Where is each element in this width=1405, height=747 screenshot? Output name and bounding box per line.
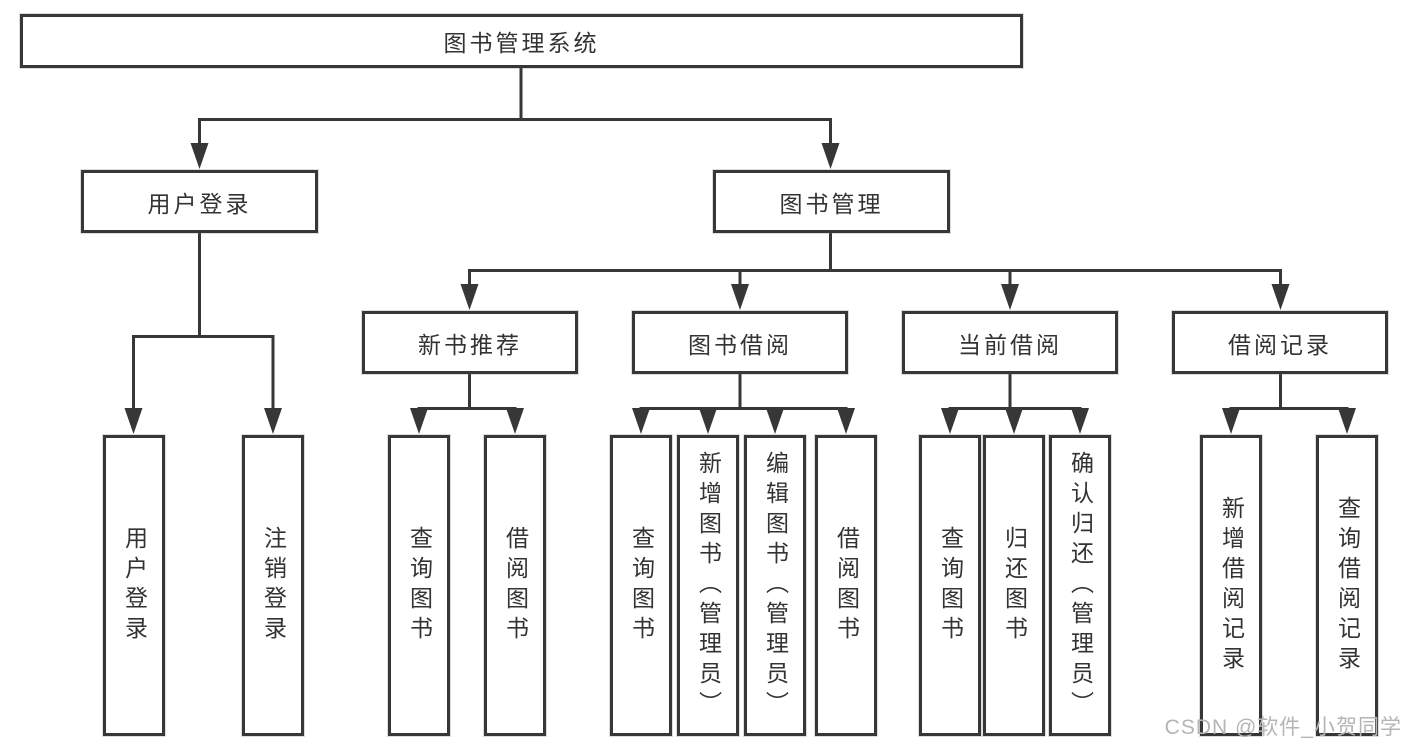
node-book-borrowing: 图书借阅 <box>632 311 848 374</box>
node-book-management-system: 图书管理系统 <box>20 14 1023 68</box>
connector-borrow-records-split <box>1229 374 1349 410</box>
node-borrow-books-leaf: 借阅图书 <box>815 435 877 736</box>
node-borrow-books-recommend: 借阅图书 <box>484 435 546 736</box>
node-book-management-branch: 图书管理 <box>713 170 950 233</box>
arrowhead-down-icon <box>699 408 717 434</box>
connector-root-to-level2 <box>198 68 832 146</box>
node-current-borrowing: 当前借阅 <box>902 311 1118 374</box>
node-logout: 注销登录 <box>242 435 304 736</box>
connector-new-book-split <box>417 374 517 410</box>
connector-book-borrow-split <box>639 374 848 410</box>
arrowhead-down-icon <box>264 408 282 434</box>
arrowhead-down-icon <box>506 408 524 434</box>
arrowhead-down-icon <box>731 284 749 310</box>
node-query-books-recommend: 查询图书 <box>388 435 450 736</box>
arrowhead-down-icon <box>632 408 650 434</box>
arrowhead-down-icon <box>1338 408 1356 434</box>
arrowhead-down-icon <box>410 408 428 434</box>
arrowhead-down-icon <box>124 408 143 434</box>
node-query-books-current: 查询图书 <box>919 435 981 736</box>
arrowhead-down-icon <box>1001 284 1019 310</box>
node-return-books: 归还图书 <box>983 435 1045 736</box>
connector-current-borrow-split <box>948 374 1082 410</box>
arrowhead-down-icon <box>837 408 855 434</box>
arrowhead-down-icon <box>1005 408 1023 434</box>
arrowhead-down-icon <box>1071 408 1089 434</box>
node-edit-books-admin: 编辑图书（管理员） <box>744 435 806 736</box>
arrowhead-down-icon <box>190 143 209 169</box>
node-user-login-leaf: 用户登录 <box>103 435 165 736</box>
node-confirm-return-admin: 确认归还（管理员） <box>1049 435 1111 736</box>
node-add-books-admin: 新增图书（管理员） <box>677 435 739 736</box>
arrowhead-down-icon <box>1271 284 1290 310</box>
node-borrowing-records: 借阅记录 <box>1172 311 1388 374</box>
arrowhead-down-icon <box>766 408 784 434</box>
connector-book-management-split <box>468 233 1282 286</box>
node-add-borrow-record: 新增借阅记录 <box>1200 435 1262 736</box>
csdn-watermark: CSDN @软件_小贺同学 <box>1164 716 1402 739</box>
arrowhead-down-icon <box>460 284 479 310</box>
node-query-borrow-record: 查询借阅记录 <box>1316 435 1378 736</box>
arrowhead-down-icon <box>941 408 959 434</box>
arrowhead-down-icon <box>821 143 840 169</box>
connector-user-login-split <box>132 233 275 410</box>
node-query-books-borrow: 查询图书 <box>610 435 672 736</box>
node-new-book-recommendation: 新书推荐 <box>362 311 578 374</box>
node-user-login-branch: 用户登录 <box>81 170 318 233</box>
arrowhead-down-icon <box>1222 408 1240 434</box>
